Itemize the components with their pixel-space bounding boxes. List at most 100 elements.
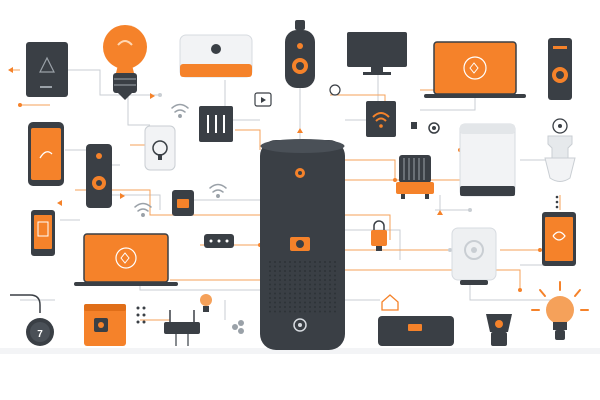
grille-dot xyxy=(294,292,296,295)
grille-dot xyxy=(334,301,336,304)
lightbulb-icon xyxy=(103,25,147,100)
lightbulb-icon xyxy=(544,118,576,182)
grille-dot xyxy=(289,270,291,272)
grille-dot xyxy=(279,297,281,299)
dots-icon xyxy=(136,306,146,324)
grille-dot xyxy=(324,274,326,277)
grille-dot xyxy=(324,292,326,295)
grille-dot xyxy=(329,265,331,268)
grille-dot xyxy=(269,270,271,272)
grille-dot xyxy=(314,292,316,295)
grille-dot xyxy=(269,274,271,277)
grille-dot xyxy=(309,297,311,299)
grille-dot xyxy=(304,279,306,281)
thermostat-icon xyxy=(10,294,54,346)
grille-dot xyxy=(309,301,311,304)
oven-icon xyxy=(84,304,126,346)
grille-dot xyxy=(274,270,276,272)
grille-dot xyxy=(279,288,281,290)
grille-dot xyxy=(329,292,331,295)
grille-dot xyxy=(269,301,271,304)
grille-dot xyxy=(319,283,321,286)
grille-dot xyxy=(309,288,311,290)
grille-dot xyxy=(314,261,316,263)
play-icon xyxy=(254,92,272,107)
grille-dot xyxy=(289,283,291,286)
grille-dot xyxy=(309,261,311,263)
grille-dot xyxy=(309,306,311,308)
grille-dot xyxy=(269,288,271,290)
grille-dot xyxy=(304,310,306,313)
grille-dot xyxy=(319,274,321,277)
grille-dot xyxy=(279,283,281,286)
grille-dot xyxy=(269,265,271,268)
grille-dot xyxy=(304,306,306,308)
grille-dot xyxy=(279,306,281,308)
grille-dot xyxy=(304,261,306,263)
grille-dot xyxy=(334,265,336,268)
grille-dot xyxy=(269,283,271,286)
grille-dot xyxy=(289,301,291,304)
grille-dot xyxy=(319,270,321,272)
grille-dot xyxy=(284,297,286,299)
grille-dot xyxy=(299,292,301,295)
grille-dot xyxy=(294,297,296,299)
grille-dot xyxy=(299,270,301,272)
grille-dot xyxy=(284,279,286,281)
plug-icon xyxy=(144,125,176,171)
grille-dot xyxy=(274,288,276,290)
lamp-icon xyxy=(486,314,512,346)
grille-dot xyxy=(279,301,281,304)
grille-dot xyxy=(274,279,276,281)
grille-dot xyxy=(289,310,291,313)
grille-dot xyxy=(309,265,311,268)
grille-dot xyxy=(329,279,331,281)
grille-dot xyxy=(274,261,276,263)
grille-dot xyxy=(299,279,301,281)
grille-dot xyxy=(284,261,286,263)
doorbell-icon xyxy=(548,38,572,100)
grille-dot xyxy=(319,261,321,263)
grille-dot xyxy=(289,288,291,290)
laptop-icon xyxy=(424,41,526,98)
grille-dot xyxy=(274,306,276,308)
purifier-icon xyxy=(459,123,516,197)
grille-dot xyxy=(334,310,336,313)
grille-dot xyxy=(314,301,316,304)
smartphone-icon xyxy=(28,122,64,186)
grille-dot xyxy=(294,288,296,290)
grille-dot xyxy=(294,306,296,308)
grille-dot xyxy=(294,301,296,304)
grille-dot xyxy=(289,292,291,295)
monitor-icon xyxy=(347,32,407,75)
grille-dot xyxy=(274,301,276,304)
dots-icon xyxy=(555,195,559,209)
grille-dot xyxy=(284,270,286,272)
grille-dot xyxy=(294,310,296,313)
speaker-grille xyxy=(269,261,336,313)
grille-dot xyxy=(324,270,326,272)
grille-dot xyxy=(284,288,286,290)
grille-dot xyxy=(289,274,291,277)
grille-dot xyxy=(329,270,331,272)
grille-dot xyxy=(314,310,316,313)
grille-dot xyxy=(319,301,321,304)
grille-dot xyxy=(334,279,336,281)
grille-dot xyxy=(274,297,276,299)
grille-dot xyxy=(269,279,271,281)
doorbell-icon xyxy=(86,144,112,208)
grille-dot xyxy=(289,265,291,268)
wifi-icon xyxy=(134,103,227,217)
grille-dot xyxy=(294,265,296,268)
grille-dot xyxy=(329,261,331,263)
grille-dot xyxy=(269,297,271,299)
grille-dot xyxy=(334,283,336,286)
floor-shadow xyxy=(0,348,600,354)
grille-dot xyxy=(279,279,281,281)
smart-display-icon xyxy=(451,227,497,285)
switch-icon xyxy=(199,106,233,142)
camera-icon xyxy=(179,34,253,78)
grille-dot xyxy=(304,288,306,290)
grille-dot xyxy=(324,310,326,313)
